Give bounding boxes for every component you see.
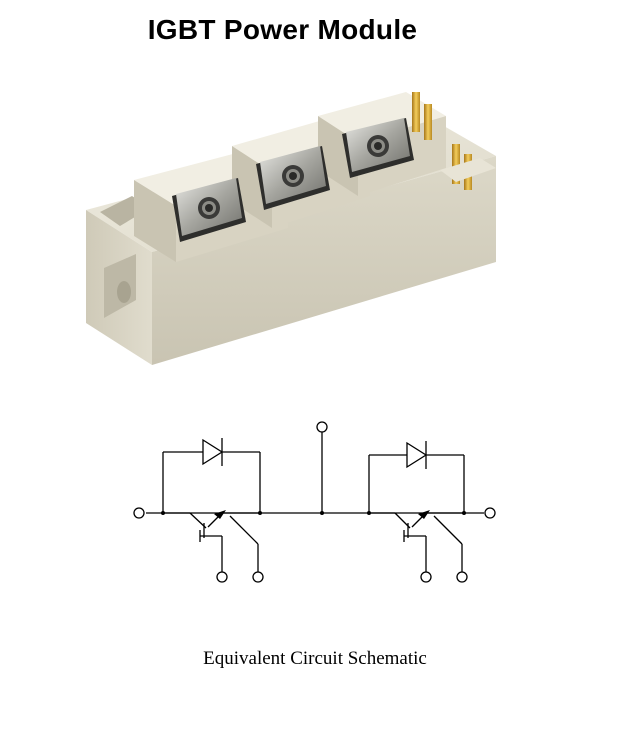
gate-terminal-left (216, 571, 228, 583)
igbt-right (368, 441, 468, 583)
terminal-center (316, 421, 328, 433)
equivalent-circuit-schematic (133, 421, 496, 583)
igbt-left (162, 438, 264, 583)
schematic-caption: Equivalent Circuit Schematic (203, 648, 427, 669)
terminal-left (133, 507, 145, 519)
aux-emitter-terminal-left (252, 571, 264, 583)
gate-terminal-right (420, 571, 432, 583)
page-title: IGBT Power Module (147, 14, 418, 45)
terminal-right (484, 507, 496, 519)
igbt-module-illustration (86, 92, 496, 365)
aux-emitter-terminal-right (456, 571, 468, 583)
